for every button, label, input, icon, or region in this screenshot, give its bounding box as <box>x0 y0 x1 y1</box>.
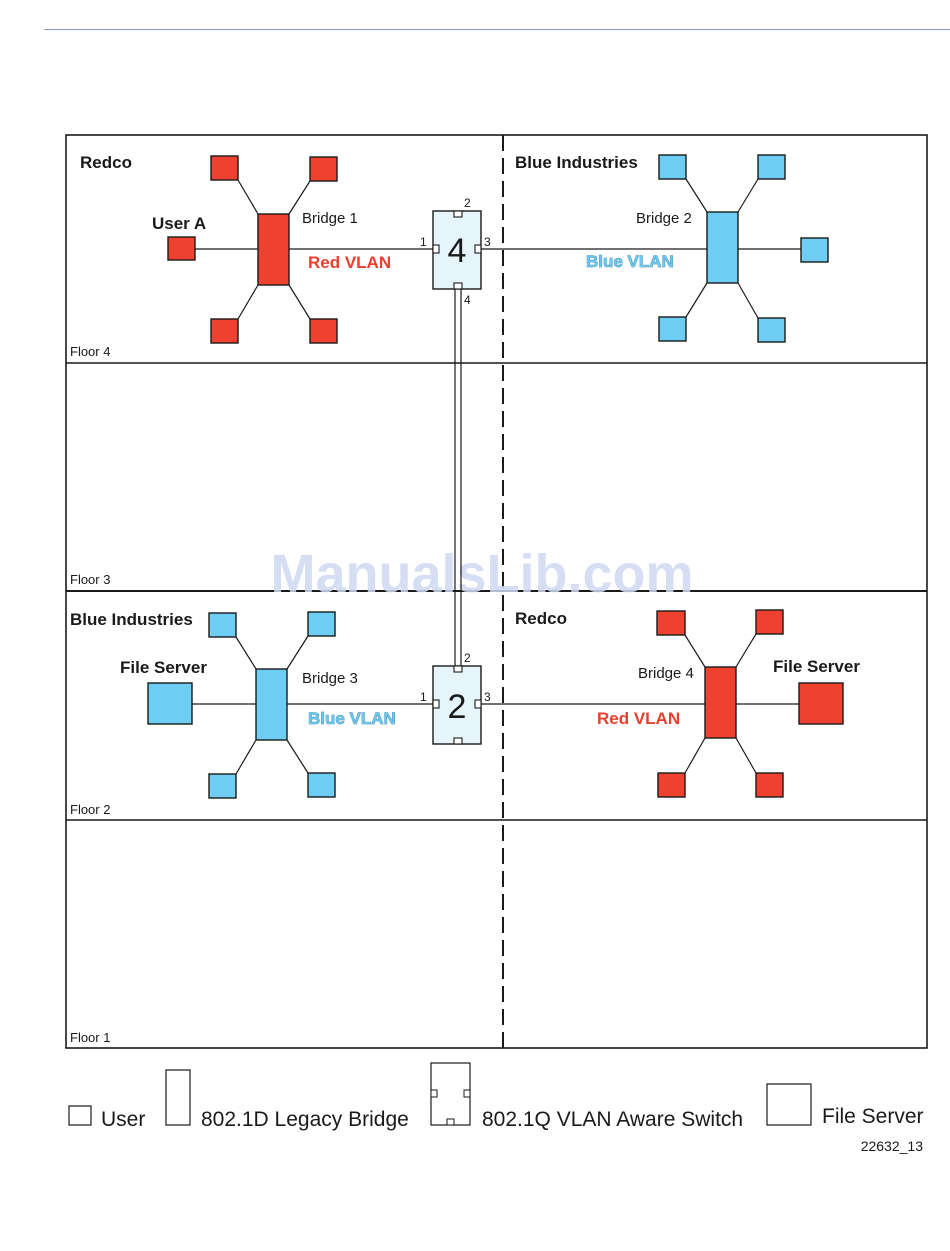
file-server-left-label: File Server <box>120 658 207 677</box>
floor-3-label: Floor 3 <box>70 572 110 587</box>
switch-4-port-1-label: 1 <box>420 235 427 249</box>
switch-4-port-2-label: 2 <box>464 196 471 210</box>
legend-switch-port <box>447 1119 454 1125</box>
legend-switch-port <box>431 1090 437 1097</box>
bridge-3-links <box>192 636 437 774</box>
floor4-right-org: Blue Industries <box>515 153 638 172</box>
switch-4-number: 4 <box>448 232 467 270</box>
blue-user-floor4 <box>659 155 686 179</box>
redco-user-floor2 <box>657 611 685 635</box>
redco-user-floor4 <box>310 319 337 343</box>
switch-4-port-3 <box>475 245 481 253</box>
floor2-red-vlan-label: Red VLAN <box>597 709 680 728</box>
trunk-link <box>455 288 461 667</box>
switch-4-port-4-label: 4 <box>464 293 471 307</box>
redco-user-floor4 <box>211 319 238 343</box>
floor4-blue-vlan-label: Blue VLAN <box>586 252 674 271</box>
switch-2-port-1-label: 1 <box>420 690 427 704</box>
file-server-right-label: File Server <box>773 657 860 676</box>
switch-4-port-3-label: 3 <box>484 235 491 249</box>
switch-4-port-1 <box>433 245 439 253</box>
switch-2-port-1 <box>433 700 439 708</box>
bridge-3-label: Bridge 3 <box>302 670 358 687</box>
redco-user-floor4 <box>211 156 238 180</box>
bridge-1-label: Bridge 1 <box>302 210 358 227</box>
floor-1-label: Floor 1 <box>70 1030 110 1045</box>
legend-file-server-label: File Server <box>822 1105 924 1128</box>
bridge-4-label: Bridge 4 <box>638 665 694 682</box>
legend-bridge-label: 802.1D Legacy Bridge <box>201 1108 409 1131</box>
redco-user-floor2 <box>756 610 783 634</box>
bridge-4-links <box>481 634 799 773</box>
switch-4-port-2 <box>454 211 462 217</box>
switch-2-port-2 <box>454 666 462 672</box>
switch-2-number: 2 <box>448 688 467 726</box>
floor4-left-org: Redco <box>80 153 132 172</box>
switch-2-port-3-label: 3 <box>484 690 491 704</box>
blue-user-floor4 <box>758 318 785 342</box>
figure-id: 22632_13 <box>861 1138 924 1154</box>
bridge-2-label: Bridge 2 <box>636 210 692 227</box>
legend-file-server-symbol <box>767 1084 811 1125</box>
floor2-blue-vlan-label: Blue VLAN <box>308 709 396 728</box>
switch-2-port-2-label: 2 <box>464 651 471 665</box>
legend-bridge-symbol <box>166 1070 190 1125</box>
legend-user-symbol <box>69 1106 91 1125</box>
red-file-server <box>799 683 843 724</box>
floor2-left-org: Blue Industries <box>70 610 193 629</box>
floor-4-label: Floor 4 <box>70 344 110 359</box>
blue-user-floor4 <box>758 155 785 179</box>
bridge-4 <box>705 667 736 738</box>
redco-user-floor4 <box>310 157 337 181</box>
blue-user-floor2 <box>209 774 236 798</box>
blue-user-floor4 <box>659 317 686 341</box>
user-a-label: User A <box>152 214 206 233</box>
bridge-2-links <box>481 179 801 318</box>
bridge-1-links <box>195 180 437 319</box>
bridge-1 <box>258 214 289 285</box>
redco-user-floor2 <box>756 773 783 797</box>
blue-user-floor2 <box>209 613 236 637</box>
blue-file-server <box>148 683 192 724</box>
bridge-2 <box>707 212 738 283</box>
floor4-red-vlan-label: Red VLAN <box>308 253 391 272</box>
switch-2-port-3 <box>475 700 481 708</box>
switch-4-port-4 <box>454 283 462 289</box>
redco-user-floor2 <box>658 773 685 797</box>
legend-user-label: User <box>101 1108 145 1131</box>
legend-switch-port <box>464 1090 470 1097</box>
bridge-3 <box>256 669 287 740</box>
switch-2-port-4 <box>454 738 462 744</box>
blue-user-floor2 <box>308 773 335 797</box>
blue-user-floor2 <box>308 612 335 636</box>
user-a <box>168 237 195 260</box>
floor-2-label: Floor 2 <box>70 802 110 817</box>
legend: User 802.1D Legacy Bridge 802.1Q VLAN Aw… <box>69 1063 924 1131</box>
legend-switch-label: 802.1Q VLAN Aware Switch <box>482 1108 743 1131</box>
blue-user-floor4 <box>801 238 828 262</box>
watermark: ManualsLib.com <box>270 544 693 604</box>
floor2-right-org: Redco <box>515 609 567 628</box>
